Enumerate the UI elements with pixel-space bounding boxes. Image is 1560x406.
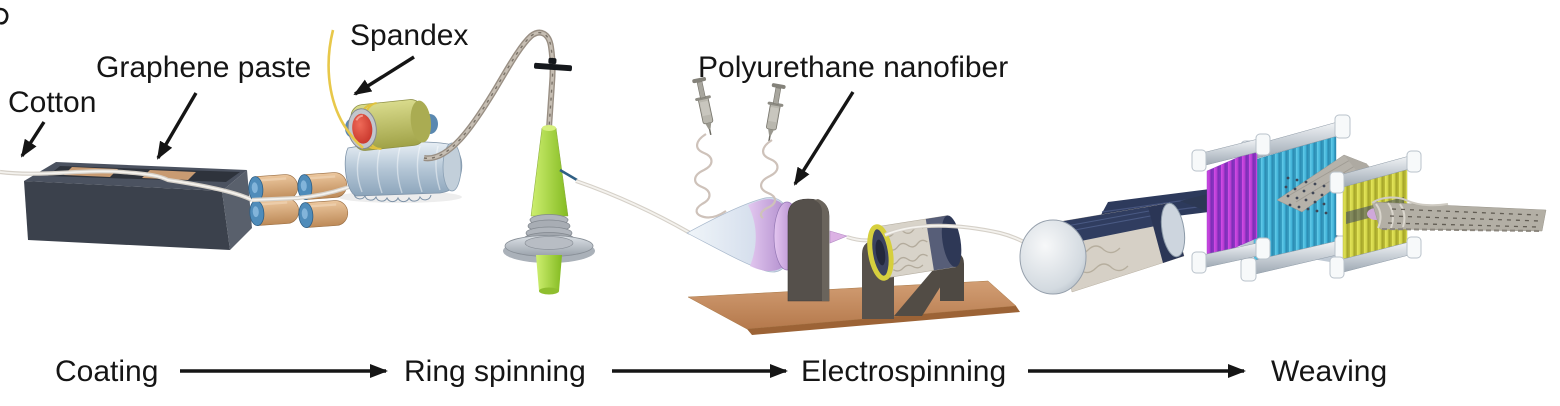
- warp-beam: [1019, 188, 1225, 295]
- stitch-dots: [1284, 176, 1328, 215]
- espinning-stand-left: [787, 198, 848, 302]
- beam-end-cap: [1019, 219, 1087, 295]
- heddle-frame-magenta: [1191, 133, 1271, 274]
- callout-label-cotton: Cotton: [8, 86, 97, 119]
- step-label-coating: Coating: [55, 355, 159, 388]
- polymer-spiral-tubes: [694, 133, 779, 219]
- callout-arrow-spandex: [353, 55, 415, 96]
- syringe-left: [690, 75, 720, 138]
- callout-arrow-graphene-paste: [156, 92, 198, 160]
- nozzle-cone: [829, 230, 848, 244]
- callout-arrow-polyurethane: [793, 91, 855, 186]
- step-label-electrospinning: Electrospinning: [801, 355, 1007, 388]
- electrospinning-board: [687, 280, 1020, 335]
- syringe-right: [760, 81, 788, 144]
- callout-label-spandex: Spandex: [350, 19, 469, 52]
- panel-label-partial-glyph: [0, 7, 9, 25]
- electrospinning-cone: [686, 197, 801, 273]
- step-label-weaving: Weaving: [1271, 355, 1388, 388]
- traveler-thread: [559, 168, 578, 182]
- ring-spinning-bobbin: [503, 125, 595, 295]
- thread-to-beam: [884, 223, 1029, 246]
- woven-fabric-output: [1371, 196, 1547, 232]
- yarn-to-electrospinning: [575, 179, 691, 235]
- lappet-guide: [533, 57, 573, 72]
- spun-yarn-rope: [423, 29, 556, 162]
- callout-arrow-cotton: [20, 121, 46, 158]
- callout-label-polyurethane: Polyurethane nanofiber: [698, 51, 1009, 84]
- step-label-ring-spinning: Ring spinning: [404, 355, 586, 388]
- spandex-thread: [327, 29, 364, 149]
- callout-label-graphene: Graphene paste: [96, 51, 312, 84]
- spandex-spool: [345, 99, 438, 151]
- cotton-thread: [0, 169, 253, 202]
